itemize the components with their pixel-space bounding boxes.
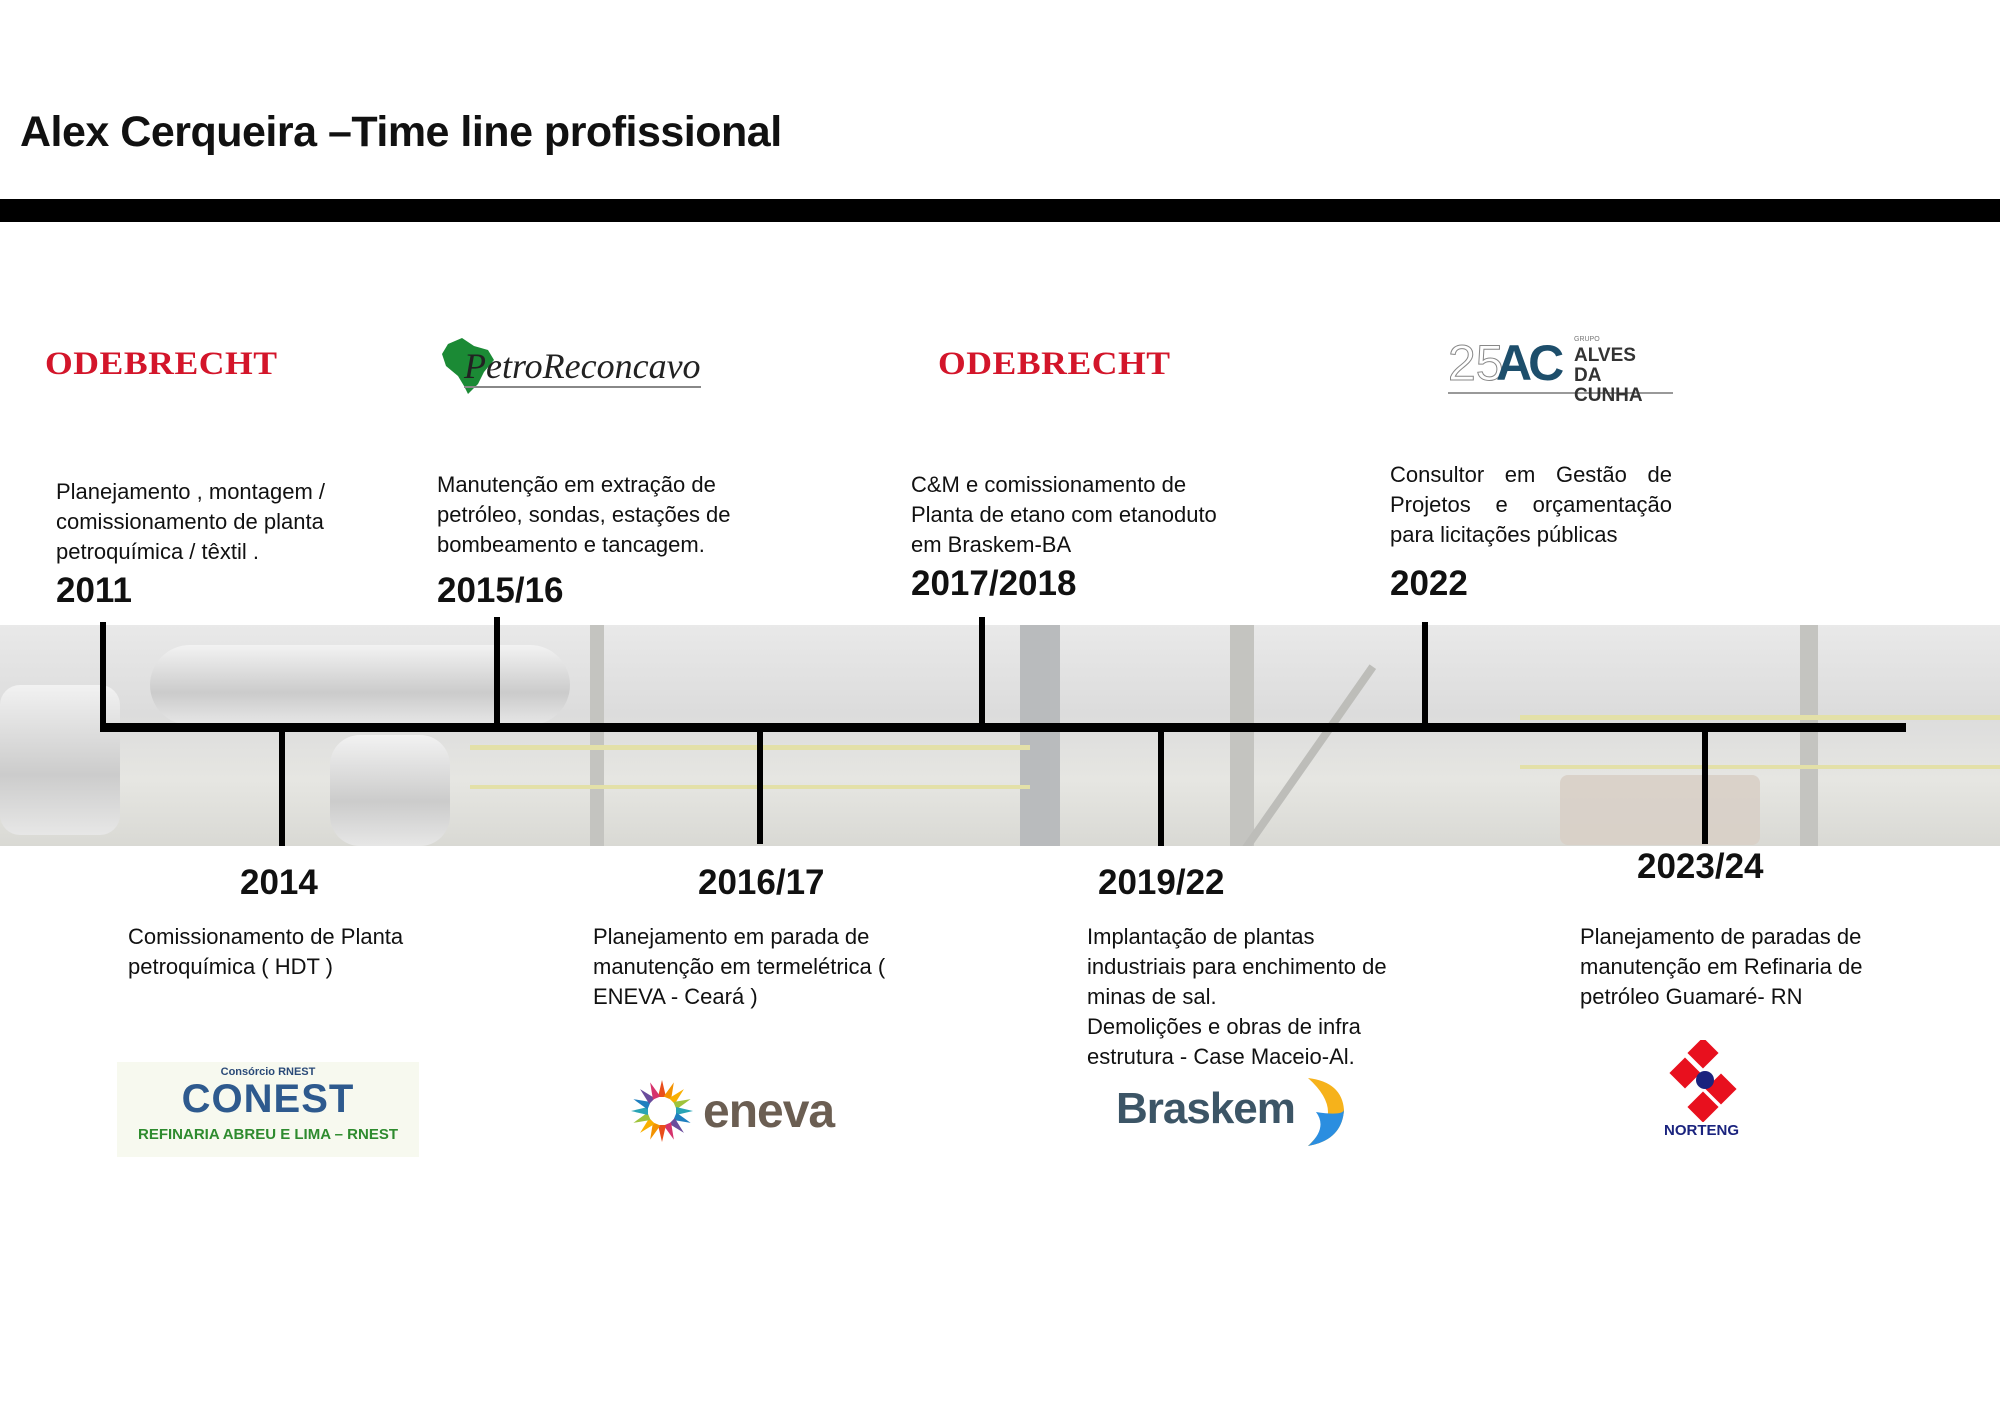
eneva-ray xyxy=(631,1107,648,1115)
eneva-ray xyxy=(669,1118,684,1133)
event-description-2011: Planejamento , montagem / comissionament… xyxy=(56,479,326,564)
event-description-2019-22: Implantação de plantas industriais para … xyxy=(1087,924,1387,1069)
eneva-ray xyxy=(640,1089,655,1104)
eneva-ray xyxy=(650,1122,661,1140)
eneva-ray xyxy=(640,1118,655,1133)
braskem-mark-icon xyxy=(1308,1078,1344,1146)
brazil-map-icon xyxy=(442,338,494,394)
eneva-ray xyxy=(658,1080,666,1097)
eneva-sun-icon xyxy=(631,1080,693,1142)
eneva-ray xyxy=(650,1082,661,1100)
timeline-tick-2014 xyxy=(279,727,285,846)
timeline-tick-2022 xyxy=(1422,622,1428,727)
timeline-tick-2017-2018 xyxy=(979,617,985,727)
page-title: Alex Cerqueira –Time line profissional xyxy=(20,108,782,156)
eneva-ray xyxy=(673,1099,691,1110)
event-description-2022: Consultor em Gestão de Projetos e orçame… xyxy=(1390,462,1672,547)
eneva-ray xyxy=(673,1112,691,1123)
event-year-2011: 2011 xyxy=(56,571,132,610)
event-description-2014: Comissionamento de Planta petroquímica (… xyxy=(128,924,404,979)
event-year-2019-22: 2019/22 xyxy=(1098,863,1225,902)
timeline-tick-2023-24 xyxy=(1702,727,1708,844)
timeline-tick-2019-22 xyxy=(1158,727,1164,846)
eneva-ray xyxy=(663,1082,674,1100)
timeline-axis xyxy=(100,723,1906,732)
timeline-tick-2015-16 xyxy=(494,617,500,727)
petroreconcavo-logo: PetroReconcavo xyxy=(440,336,715,398)
event-year-2016-17: 2016/17 xyxy=(698,863,825,902)
norteng-diamond-icon xyxy=(1669,1040,1737,1122)
event-description-2023-24: Planejamento de paradas de manutenção em… xyxy=(1580,924,1863,1009)
alves-da-cunha-logo: 25 AC GRUPO ALVES DA CUNHA xyxy=(1448,336,1673,406)
event-year-2014: 2014 xyxy=(240,863,318,902)
eneva-ray xyxy=(633,1099,651,1110)
eneva-ray xyxy=(669,1089,684,1104)
braskem-logo: Braskem xyxy=(1116,1076,1356,1148)
event-year-2015-16: 2015/16 xyxy=(437,571,564,610)
conest-logo: Consórcio RNEST CONEST REFINARIA ABREU E… xyxy=(117,1062,419,1157)
event-year-2017-2018: 2017/2018 xyxy=(911,564,1077,603)
odebrecht-logo: ODEBRECHT xyxy=(45,346,278,382)
odebrecht-logo: ODEBRECHT xyxy=(938,346,1171,382)
norteng-logo: NORTENG xyxy=(1662,1040,1762,1145)
timeline-tick-2016-17 xyxy=(757,727,763,844)
timeline-tick-2011 xyxy=(100,622,106,727)
event-description-2016-17: Planejamento em parada de manutenção em … xyxy=(593,924,886,1009)
eneva-ray xyxy=(676,1107,693,1115)
event-year-2023-24: 2023/24 xyxy=(1637,847,1764,886)
eneva-logo: eneva xyxy=(629,1078,849,1148)
eneva-ray xyxy=(633,1112,651,1123)
industrial-background-photo xyxy=(0,625,2000,846)
event-description-2017-2018: C&M e comissionamento de Planta de etano… xyxy=(911,472,1217,557)
eneva-ray xyxy=(663,1122,674,1140)
event-year-2022: 2022 xyxy=(1390,564,1468,603)
event-description-2015-16: Manutenção em extração de petróleo, sond… xyxy=(437,472,731,557)
eneva-ray xyxy=(658,1125,666,1142)
header-divider xyxy=(0,199,2000,222)
